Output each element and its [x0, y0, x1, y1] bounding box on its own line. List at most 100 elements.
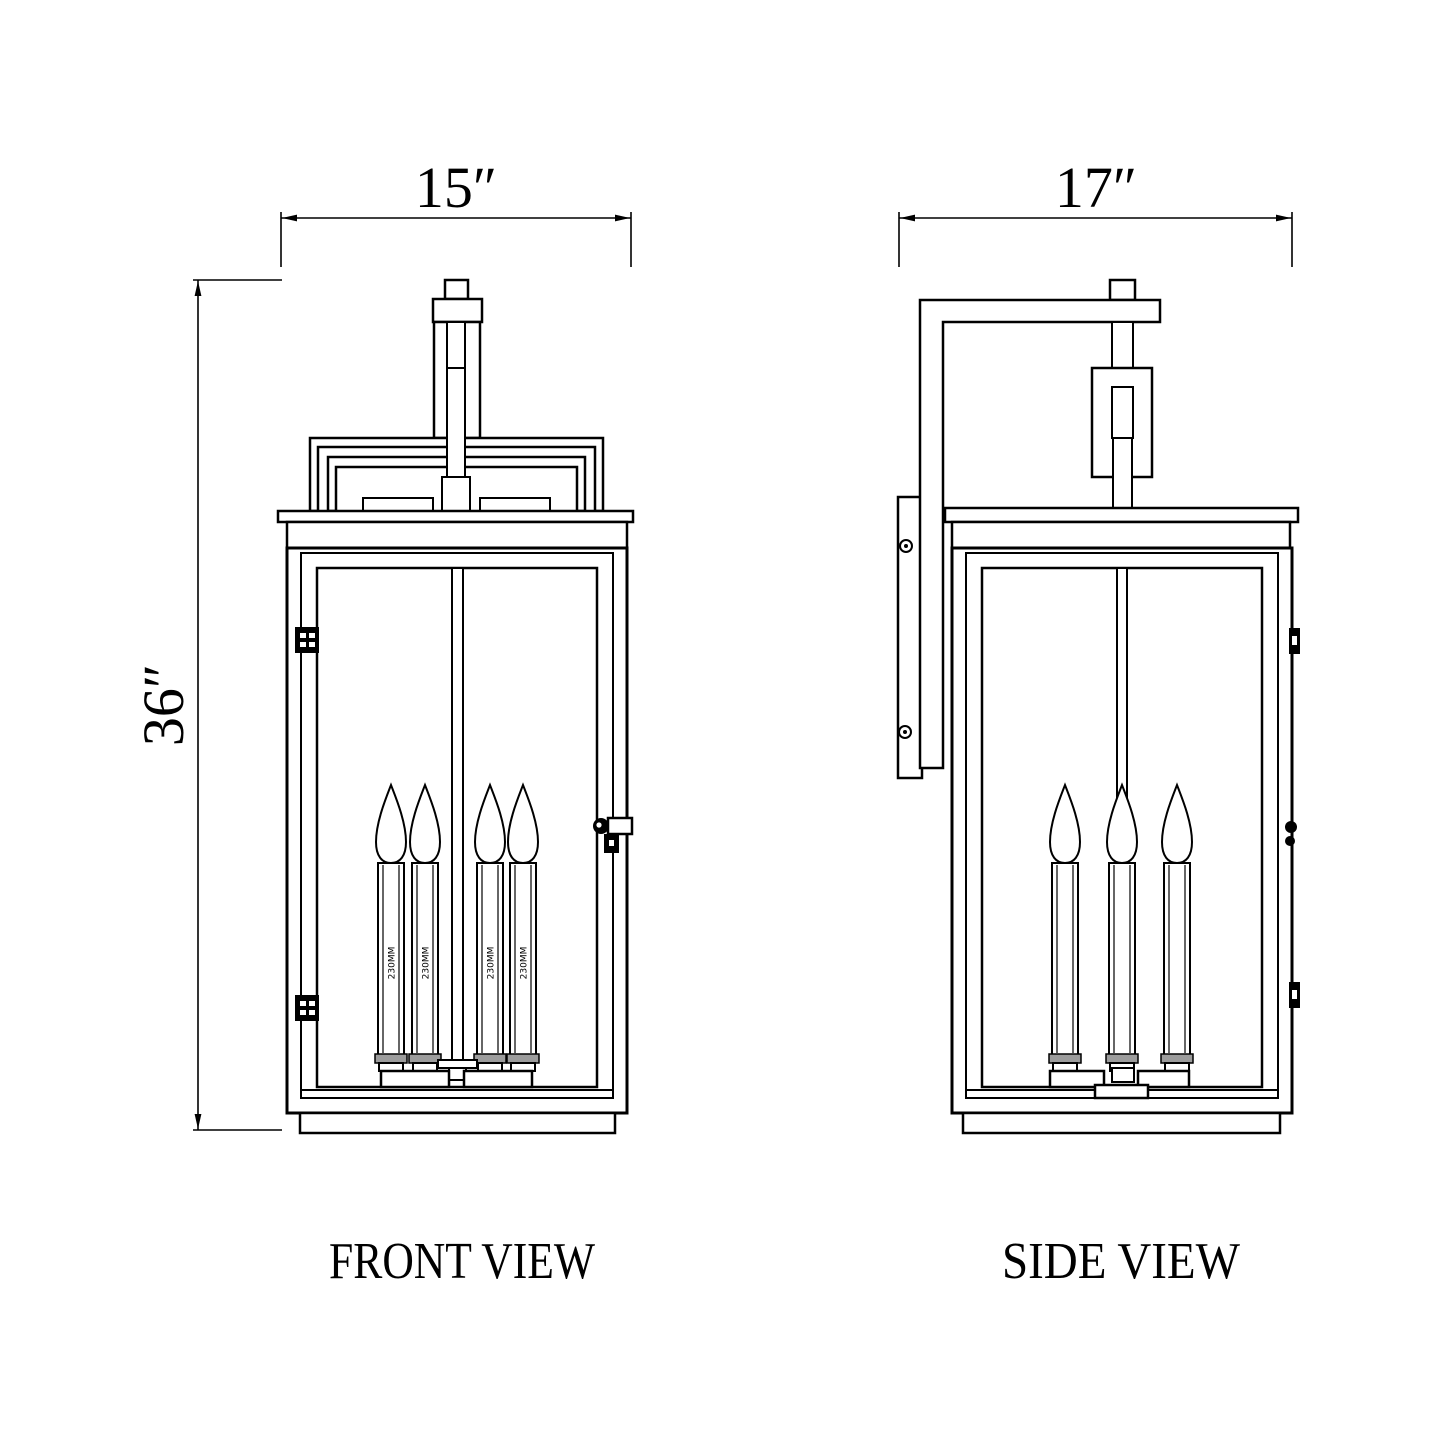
base-bar-right: [462, 1069, 534, 1089]
front-width-dimension: 15″: [280, 155, 632, 267]
candle-cup: [473, 1053, 507, 1064]
candle-sleeve: [377, 862, 405, 1056]
bottom-plinth: [298, 1111, 617, 1135]
candle-cup: [408, 1053, 442, 1064]
front-lantern-body: [276, 509, 635, 1135]
front-candles: 230MM 230MM 230MM: [374, 782, 540, 1072]
side-candles: [1048, 782, 1194, 1072]
hinge-edge-top: [1289, 628, 1300, 654]
arrowhead-bottom: [194, 1114, 202, 1129]
latch-knob: [1285, 836, 1295, 846]
candle-cup: [1105, 1053, 1139, 1064]
center-stem-neck: [1111, 1067, 1135, 1083]
bracket-foot-right: [479, 497, 551, 512]
hinge-slot: [300, 1001, 306, 1006]
stem-lower-block: [441, 476, 471, 512]
hinge-slot: [300, 1010, 306, 1015]
candle: 230MM: [374, 782, 408, 1072]
arrowhead-right: [1276, 214, 1291, 222]
front-width-dimension-text: 15″: [415, 155, 497, 220]
chain-link-slot: [1111, 386, 1134, 439]
candle: [1105, 782, 1139, 1072]
finial-cap: [431, 297, 484, 324]
candle-height-label: 230MM: [388, 947, 398, 980]
hinge-slot: [300, 642, 306, 647]
side-depth-dimension-text: 17″: [1055, 155, 1137, 220]
side-candle-base: [1048, 1067, 1191, 1100]
candle: 230MM: [408, 782, 442, 1072]
candle-cup: [374, 1053, 408, 1064]
hinge-slot: [309, 633, 315, 638]
mounting-screw-dot: [904, 544, 908, 548]
candle-sleeve: [1108, 862, 1136, 1056]
side-bracket-assembly: [918, 278, 1162, 770]
bracket-foot-left: [362, 497, 434, 512]
hinge-knuckle-slot: [1292, 636, 1297, 645]
candle: 230MM: [506, 782, 540, 1072]
side-view-label: SIDE VIEW: [1002, 1233, 1240, 1290]
hinge-slot: [309, 1010, 315, 1015]
latch-bar: [606, 816, 634, 836]
front-height-dimension-text: 36″: [131, 664, 196, 746]
front-height-dimension: 36″: [131, 279, 282, 1131]
latch-pivot-hole: [596, 822, 602, 828]
hinge-top: [295, 627, 319, 653]
hinge-edge-bottom: [1289, 982, 1300, 1008]
candle-sleeve: [509, 862, 537, 1056]
top-band: [285, 520, 629, 550]
bracket-arm: [918, 298, 1162, 770]
candle-height-label: 230MM: [520, 947, 530, 980]
hanger-stem-upper: [1111, 321, 1134, 369]
center-mullion: [451, 567, 464, 1065]
base-bar-left: [1048, 1069, 1106, 1089]
mounting-screw-dot: [903, 730, 907, 734]
top-plate: [943, 506, 1300, 524]
hanger-stem-lower: [1112, 437, 1133, 509]
base-bar-right: [1136, 1069, 1191, 1089]
candle-sleeve: [1163, 862, 1191, 1056]
candle-height-label: 230MM: [422, 947, 432, 980]
bottom-plinth: [961, 1111, 1282, 1135]
arrowhead-left: [282, 214, 297, 222]
hinge-bottom: [295, 995, 319, 1021]
finial-knob: [443, 278, 470, 301]
hinge-plate: [295, 627, 319, 653]
arrowhead-left: [900, 214, 915, 222]
candle: [1048, 782, 1082, 1072]
front-view-label: FRONT VIEW: [329, 1233, 595, 1290]
candle-height-label: 230MM: [487, 947, 497, 980]
latch-edge: [1285, 821, 1297, 846]
candle-cup: [1160, 1053, 1194, 1064]
front-view: 15″ 36″: [131, 155, 635, 1290]
side-door-hardware: [1285, 628, 1300, 1008]
stem-slot: [446, 321, 466, 478]
side-view: 17″: [896, 155, 1300, 1290]
front-door-latch: [593, 816, 634, 853]
arm-peg: [1108, 278, 1137, 302]
hinge-plate: [295, 995, 319, 1021]
latch-knob: [1285, 821, 1297, 833]
candle-cup: [506, 1053, 540, 1064]
top-plate: [276, 509, 635, 524]
side-depth-dimension: 17″: [898, 155, 1293, 267]
arrowhead-top: [194, 281, 202, 296]
hinge-slot: [300, 633, 306, 638]
front-candle-base: [379, 1059, 534, 1089]
candle-sleeve: [476, 862, 504, 1056]
candle-cup: [1048, 1053, 1082, 1064]
base-bar-left: [379, 1069, 451, 1089]
center-stem-cross: [437, 1059, 478, 1069]
candle: 230MM: [473, 782, 507, 1072]
front-door-hinges: [295, 627, 319, 1021]
wall-mount-plate: [896, 495, 924, 780]
latch-tab-slot: [609, 840, 614, 846]
front-finial-assembly: [308, 278, 605, 513]
candle: [1160, 782, 1194, 1072]
arrowhead-right: [615, 214, 630, 222]
hinge-slot: [309, 1001, 315, 1006]
cluster-block: [1093, 1083, 1150, 1100]
top-band: [950, 520, 1292, 550]
candle-sleeve: [1051, 862, 1079, 1056]
